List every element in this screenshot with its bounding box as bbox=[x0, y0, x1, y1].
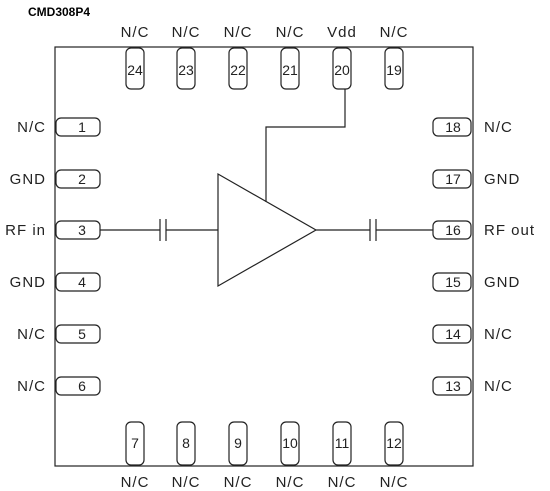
pin-24-pad bbox=[125, 47, 145, 90]
pin-10-pad bbox=[280, 421, 300, 466]
pin-9-pad bbox=[228, 421, 248, 466]
pin-20-label: Vdd bbox=[327, 24, 357, 41]
pin-17-number: 17 bbox=[445, 171, 461, 187]
pin-14-label: N/C bbox=[484, 326, 513, 343]
pin-13-pad bbox=[432, 376, 472, 396]
pin-13-label: N/C bbox=[484, 378, 513, 395]
pin-23-label: N/C bbox=[172, 24, 201, 41]
pin-1-pad bbox=[55, 117, 101, 137]
pin-18-label: N/C bbox=[484, 119, 513, 136]
pin-16-pad bbox=[432, 220, 472, 240]
vdd-bias-line bbox=[265, 88, 346, 202]
pin-3-pad bbox=[55, 220, 101, 240]
pin-6-label: N/C bbox=[17, 378, 46, 395]
pin-4-label: GND bbox=[10, 274, 46, 291]
pin-13-number: 13 bbox=[445, 378, 461, 394]
package-outline bbox=[54, 46, 474, 467]
pin-11-number: 11 bbox=[335, 435, 350, 451]
pin-14-number: 14 bbox=[445, 326, 461, 342]
pin-4-pad bbox=[55, 272, 101, 292]
pin-15-label: GND bbox=[484, 274, 520, 291]
pin-9-label: N/C bbox=[224, 474, 253, 491]
pin-1-number: 1 bbox=[78, 119, 86, 135]
pin-15-number: 15 bbox=[445, 274, 461, 290]
pin-12-number: 12 bbox=[386, 435, 402, 451]
pin-6-pad bbox=[55, 376, 101, 396]
pin-2-pad bbox=[55, 169, 101, 189]
pin-5-number: 5 bbox=[78, 326, 86, 342]
pin-24-number: 24 bbox=[127, 62, 143, 78]
pin-14-pad bbox=[432, 324, 472, 344]
pin-5-label: N/C bbox=[17, 326, 46, 343]
pin-18-pad bbox=[432, 117, 472, 137]
pin-12-pad bbox=[384, 421, 404, 466]
pin-21-number: 21 bbox=[282, 62, 298, 78]
pin-7-pad bbox=[125, 421, 145, 466]
pin-22-pad bbox=[228, 47, 248, 90]
pin-16-label: RF out bbox=[484, 222, 535, 239]
pin-3-number: 3 bbox=[78, 222, 86, 238]
pin-4-number: 4 bbox=[78, 274, 86, 290]
pin-9-number: 9 bbox=[234, 435, 242, 451]
pin-23-pad bbox=[176, 47, 196, 90]
pin-11-pad bbox=[332, 421, 352, 466]
pin-17-pad bbox=[432, 169, 472, 189]
pin-10-label: N/C bbox=[276, 474, 305, 491]
pin-2-number: 2 bbox=[78, 171, 86, 187]
pin-8-number: 8 bbox=[182, 435, 190, 451]
pin-3-label: RF in bbox=[5, 222, 46, 239]
pin-17-label: GND bbox=[484, 171, 520, 188]
pin-2-label: GND bbox=[10, 171, 46, 188]
pin-19-pad bbox=[384, 47, 404, 90]
pin-10-number: 10 bbox=[282, 435, 298, 451]
pin-16-number: 16 bbox=[445, 222, 461, 238]
pin-21-pad bbox=[280, 47, 300, 90]
pin-1-label: N/C bbox=[17, 119, 46, 136]
pin-23-number: 23 bbox=[178, 62, 194, 78]
pin-7-label: N/C bbox=[121, 474, 150, 491]
pin-19-label: N/C bbox=[380, 24, 409, 41]
pin-15-pad bbox=[432, 272, 472, 292]
amplifier-triangle bbox=[217, 172, 318, 288]
pin-22-number: 22 bbox=[230, 62, 246, 78]
pin-20-pad bbox=[332, 47, 352, 90]
pin-18-number: 18 bbox=[445, 119, 461, 135]
pin-12-label: N/C bbox=[380, 474, 409, 491]
pin-24-label: N/C bbox=[121, 24, 150, 41]
pin-8-pad bbox=[176, 421, 196, 466]
pin-8-label: N/C bbox=[172, 474, 201, 491]
pin-6-number: 6 bbox=[78, 378, 86, 394]
pin-7-number: 7 bbox=[131, 435, 139, 451]
pin-11-label: N/C bbox=[328, 474, 357, 491]
pin-21-label: N/C bbox=[276, 24, 305, 41]
part-title: CMD308P4 bbox=[28, 5, 90, 19]
pin-5-pad bbox=[55, 324, 101, 344]
pin-19-number: 19 bbox=[386, 62, 402, 78]
pin-22-label: N/C bbox=[224, 24, 253, 41]
pin-20-number: 20 bbox=[334, 62, 350, 78]
